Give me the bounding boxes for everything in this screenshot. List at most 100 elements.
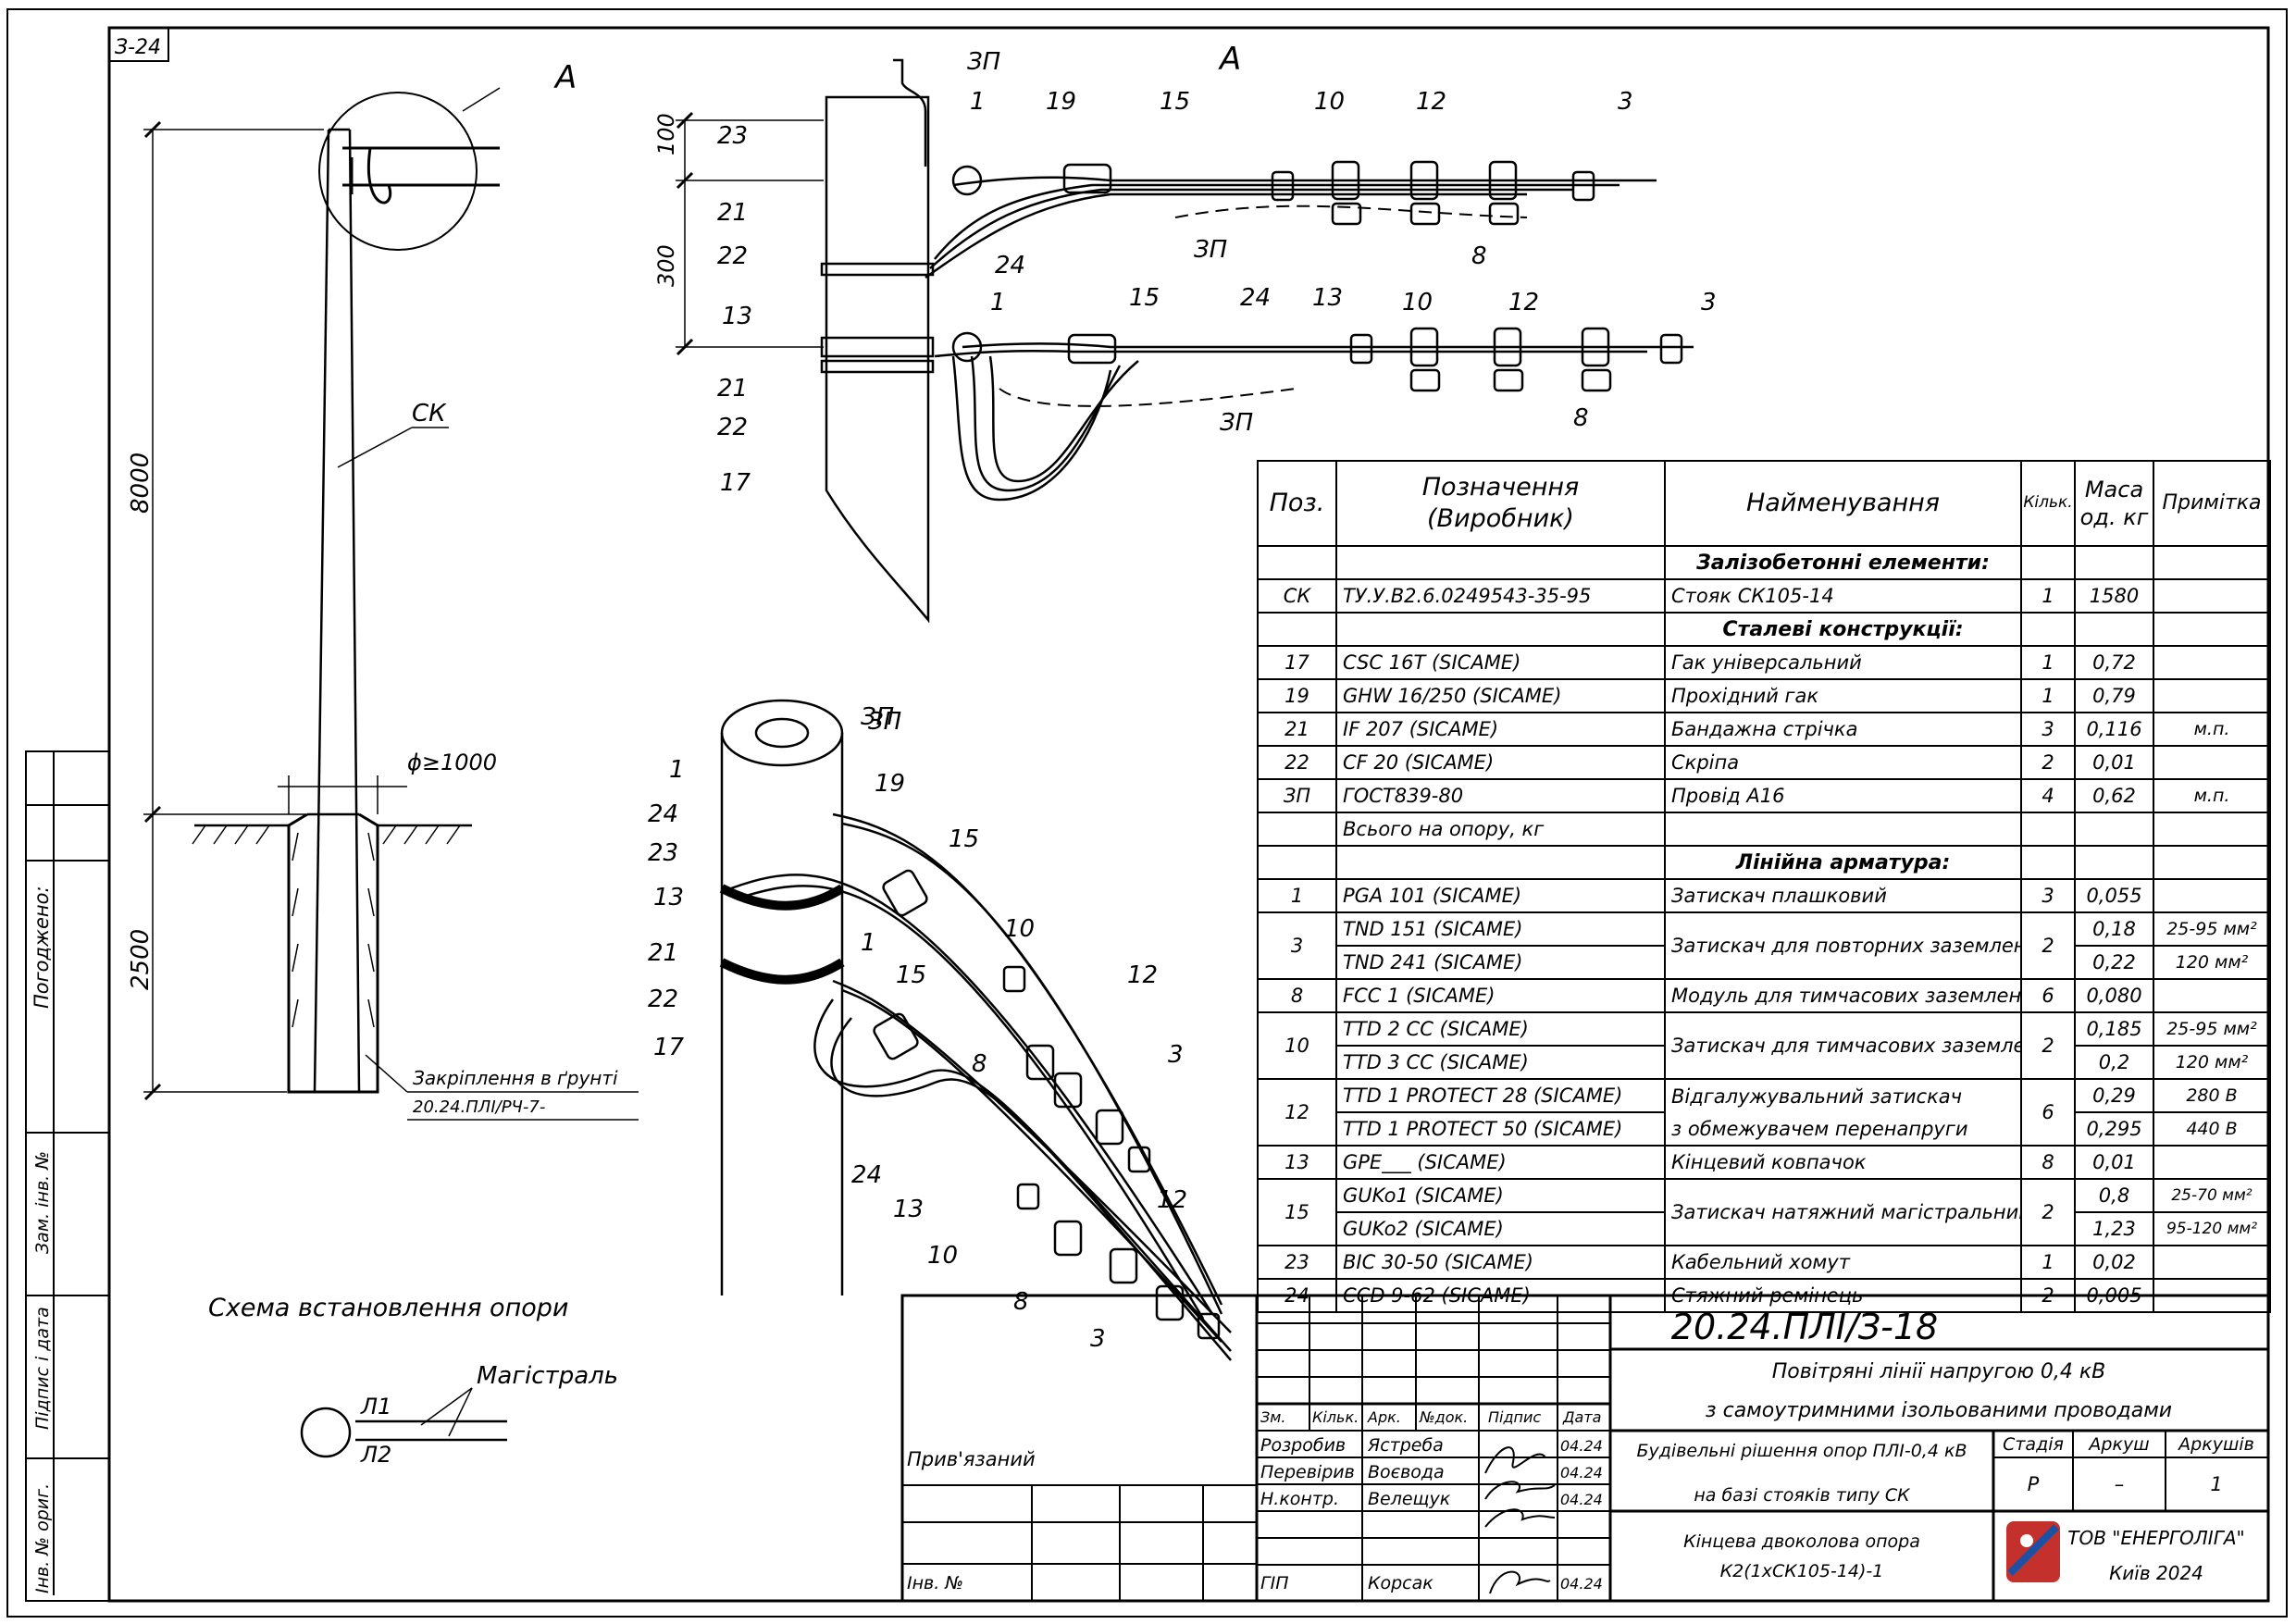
row-designation: CCD 9-62 (SICAME) xyxy=(1335,1278,1666,1313)
table-row: TND 241 (SICAME) 0,22 120 мм² xyxy=(1258,945,2271,980)
row-mass: 0,79 xyxy=(2074,678,2154,713)
table-row: СК ТУ.У.В2.6.0249543-35-95 Стояк СК105-1… xyxy=(1257,578,2271,614)
iso-callout-19: 19 xyxy=(875,770,905,798)
row-designation: BIC 30-50 (SICAME) xyxy=(1335,1245,1666,1280)
iso-callout-12: 12 xyxy=(1127,961,1158,989)
table-row: 12 TTD 1 PROTECT 28 (SICAME) Відгалужува… xyxy=(1257,1078,2271,1147)
row-note: 25-70 мм² xyxy=(2153,1178,2271,1213)
callout-23: 23 xyxy=(717,122,748,150)
row-name: Скріпа xyxy=(1664,745,2022,780)
row-mass xyxy=(2074,812,2154,847)
company-logo xyxy=(2006,1521,2060,1582)
inv-no-label: Інв. № xyxy=(907,1573,964,1593)
dim-height: 8000 xyxy=(127,452,155,514)
row-qty: 6 xyxy=(2020,978,2076,1013)
row-mass: 0,080 xyxy=(2074,978,2154,1013)
row-name: Бандажна стрічка xyxy=(1664,712,2022,747)
row-note xyxy=(2153,645,2271,680)
row-designation: PGA 101 (SICAME) xyxy=(1335,878,1666,913)
role-developer: Розробив xyxy=(1260,1435,1347,1456)
view-a-label: А xyxy=(1218,41,1241,78)
iso-callout-3b: 3 xyxy=(1090,1325,1106,1353)
signatures xyxy=(1484,1446,1556,1594)
row-note: 120 мм² xyxy=(2153,945,2271,980)
section-steel: Сталеві конструкції: xyxy=(1664,612,2022,647)
trunk-label: Магістраль xyxy=(477,1362,618,1390)
sheets-value: 1 xyxy=(2210,1473,2223,1495)
name-norm-control: Велещук xyxy=(1368,1489,1451,1509)
section-line-hardware: Лінійна арматура: xyxy=(1664,845,2022,880)
name-checker: Воєвода xyxy=(1368,1462,1445,1482)
stage-label: Стадія xyxy=(2003,1434,2064,1455)
row-note xyxy=(2153,1278,2271,1313)
callout-21b: 21 xyxy=(717,375,748,403)
row-qty: 1 xyxy=(2020,678,2076,713)
sheet-value: – xyxy=(2114,1473,2125,1495)
row-pos: 23 xyxy=(1257,1245,1337,1280)
row-qty: 6 xyxy=(2020,1078,2076,1147)
header-qty: Кільк. xyxy=(2020,460,2076,547)
row-note xyxy=(2153,678,2271,713)
fixing-label: Закріплення в ґрунті xyxy=(413,1067,618,1089)
row-name: Прохідний гак xyxy=(1664,678,2022,713)
iso-callout-15b: 15 xyxy=(896,961,926,989)
callout-22b: 22 xyxy=(717,414,748,441)
row-pos xyxy=(1257,812,1337,847)
name-developer: Ястреба xyxy=(1368,1435,1444,1456)
table-row: TTD 3 CC (SICAME) 0,2 120 мм² xyxy=(1258,1045,2271,1080)
sheet-label: Аркуш xyxy=(2089,1434,2150,1455)
row-note xyxy=(2153,878,2271,913)
row-qty: 2 xyxy=(2020,1278,2076,1313)
row-mass: 0,72 xyxy=(2074,645,2154,680)
row-note: 25-95 мм² xyxy=(2153,911,2271,947)
callout-12b: 12 xyxy=(1508,289,1539,316)
row-designation: CSC 16T (SICAME) xyxy=(1335,645,1666,680)
sheet-name-1: Кінцева двоколова опора xyxy=(1683,1531,1920,1552)
row-designation: TND 151 (SICAME) xyxy=(1335,911,1666,947)
header-name: Найменування xyxy=(1664,460,2022,547)
row-name: Затискач для тимчасових заземлень xyxy=(1664,1011,2022,1080)
stamp-replaced-inv: Зам. інв. № xyxy=(32,1151,53,1254)
row-qty: 8 xyxy=(2020,1145,2076,1180)
row-note xyxy=(2153,578,2271,614)
drawing-code: 20.24.ПЛІ/З-18 xyxy=(1670,1307,1939,1347)
row-qty: 2 xyxy=(2020,911,2076,980)
row-qty: 2 xyxy=(2020,1011,2076,1080)
row-designation: TTD 3 CC (SICAME) xyxy=(1335,1045,1666,1080)
row-pos: 24 xyxy=(1257,1278,1337,1313)
callout-22: 22 xyxy=(717,242,748,270)
header-pos: Поз. xyxy=(1257,460,1337,547)
iso-callout-22: 22 xyxy=(648,986,678,1013)
title-line-2: з самоутримними ізольованими проводами xyxy=(1705,1399,2173,1422)
dim-top: 100 xyxy=(653,113,679,155)
row-name xyxy=(1664,812,2022,847)
row-name: Затискач натяжний магістральний xyxy=(1664,1178,2022,1246)
row-pos: 19 xyxy=(1257,678,1337,713)
row-designation: GPE___ (SICAME) xyxy=(1335,1145,1666,1180)
row-pos: 22 xyxy=(1257,745,1337,780)
stamp-inv-orig: Інв. № ориг. xyxy=(32,1483,53,1593)
row-name: Провід А16 xyxy=(1664,778,2022,813)
row-qty: 1 xyxy=(2020,1245,2076,1280)
iso-callout-3: 3 xyxy=(1168,1041,1184,1069)
row-mass: 0,185 xyxy=(2074,1011,2154,1047)
sheet-name-2: К2(1хСК105-14)-1 xyxy=(1719,1561,1884,1581)
row-pos: ЗП xyxy=(1257,778,1337,813)
row-note xyxy=(2153,978,2271,1013)
date-checker: 04.24 xyxy=(1560,1464,1603,1481)
isometric-drawing xyxy=(719,699,1232,1361)
dim-ground: 2500 xyxy=(127,929,155,990)
row-designation: CF 20 (SICAME) xyxy=(1335,745,1666,780)
row-note xyxy=(2153,745,2271,780)
table-row: Всього на опору, кг xyxy=(1257,812,2271,847)
row-qty: 1 xyxy=(2020,578,2076,614)
row-pos: 17 xyxy=(1257,645,1337,680)
iso-callout-1b: 1 xyxy=(861,929,876,957)
row-note xyxy=(2153,1245,2271,1280)
table-row: 13 GPE___ (SICAME) Кінцевий ковпачок 8 0… xyxy=(1257,1145,2271,1180)
row-qty: 3 xyxy=(2020,878,2076,913)
iso-callout-17: 17 xyxy=(653,1034,685,1061)
row-mass: 0,22 xyxy=(2074,945,2154,980)
row-designation: TTD 1 PROTECT 50 (SICAME) xyxy=(1335,1111,1666,1147)
